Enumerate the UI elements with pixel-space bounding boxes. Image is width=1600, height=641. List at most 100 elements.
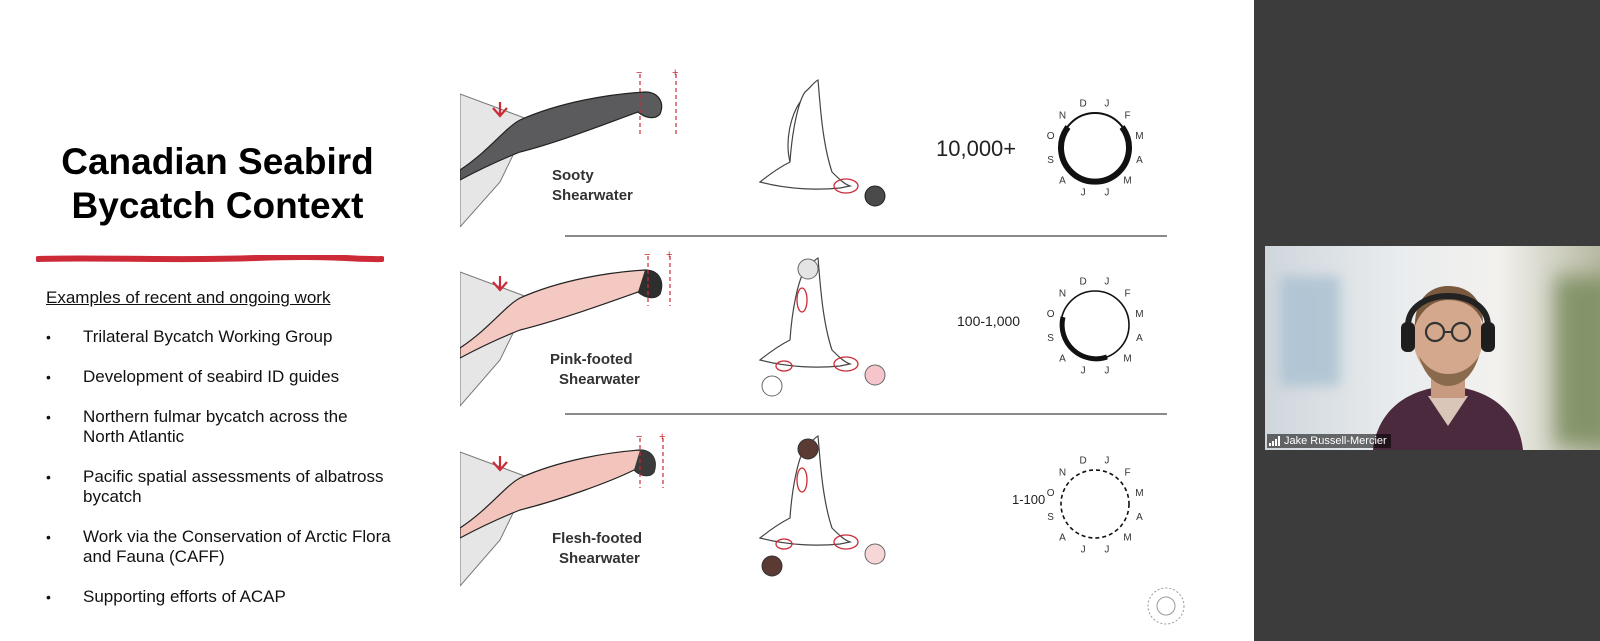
month-label: N (1059, 289, 1066, 300)
month-label: M (1123, 533, 1131, 544)
species-name: Shearwater (552, 187, 633, 204)
color-swatch-dark (864, 185, 886, 207)
bycatch-count: 100-1,000 (957, 313, 1020, 329)
color-swatch-pink (864, 364, 886, 386)
month-label: A (1136, 333, 1143, 344)
participant-name-tag: Jake Russell-Mercier (1267, 434, 1391, 448)
month-label: J (1104, 99, 1109, 110)
month-label: J (1104, 544, 1109, 555)
month-label: A (1059, 176, 1066, 187)
month-label: A (1136, 512, 1143, 523)
month-label: D (1079, 277, 1086, 288)
foot-highlight (775, 538, 793, 550)
bird-silhouette (758, 257, 853, 368)
plus-label: + (659, 431, 665, 443)
video-blur-patch (1555, 276, 1600, 446)
month-label: J (1104, 277, 1109, 288)
color-swatch-white (761, 375, 783, 397)
species-name: Sooty (552, 167, 594, 184)
month-label: J (1081, 187, 1086, 198)
minus-label: − (636, 67, 642, 79)
month-label: M (1123, 354, 1131, 365)
month-label: N (1059, 468, 1066, 479)
underwing-highlight (833, 178, 859, 194)
month-label: D (1079, 456, 1086, 467)
underwing-highlight (833, 534, 859, 550)
color-swatch-brown (797, 438, 819, 460)
color-swatch-light (797, 258, 819, 280)
month-label: M (1123, 176, 1131, 187)
wing-highlight (796, 287, 808, 313)
month-label: F (1124, 111, 1130, 122)
arrow-down-icon (492, 456, 508, 472)
bill-tip (638, 270, 662, 298)
species-name: Pink-footed (550, 351, 633, 368)
month-label: M (1135, 309, 1143, 320)
month-label: J (1104, 365, 1109, 376)
species-name: Shearwater (559, 371, 640, 388)
figure-canvas: − + Sooty Shearwater 10,000+ (459, 67, 1185, 625)
bill-tip (634, 450, 656, 476)
signal-strength-icon (1269, 436, 1280, 446)
bullet-item: Pacific spatial assessments of albatross… (46, 467, 391, 507)
month-label: M (1135, 488, 1143, 499)
participant-video-tile[interactable]: Jake Russell-Mercier (1265, 246, 1600, 450)
plus-label: + (672, 67, 678, 79)
title-underline-stroke (36, 255, 384, 263)
participant-name: Jake Russell-Mercier (1284, 435, 1387, 447)
month-label: J (1081, 544, 1086, 555)
month-label: M (1135, 131, 1143, 142)
slide-title: Canadian Seabird Bycatch Context (61, 141, 374, 226)
month-label: D (1079, 99, 1086, 110)
seasonal-ring (1060, 469, 1130, 539)
month-label: O (1047, 131, 1055, 142)
seasonal-ring (1058, 112, 1132, 185)
arrow-down-icon (492, 276, 508, 292)
species-row-flesh-footed: − + Flesh-footed Shearwater 1-100 (459, 431, 1130, 588)
bird-silhouette (758, 79, 853, 190)
month-label: A (1059, 354, 1066, 365)
bullet-item: Northern fulmar bycatch across the North… (46, 407, 391, 447)
minus-label: − (644, 249, 650, 261)
wing-line (787, 101, 801, 163)
species-name: Flesh-footed (552, 530, 642, 547)
bullet-item: Development of seabird ID guides (46, 367, 391, 387)
month-label: F (1124, 468, 1130, 479)
month-label: J (1104, 456, 1109, 467)
bycatch-count: 10,000+ (936, 136, 1016, 161)
month-label: S (1047, 333, 1054, 344)
bird-silhouette (758, 435, 853, 546)
bill-shape (459, 91, 663, 181)
species-row-sooty: − + Sooty Shearwater 10,000+ (459, 67, 1132, 229)
bycatch-count: 1-100 (1012, 492, 1045, 507)
video-blur-patch (1280, 276, 1340, 386)
foot-highlight (775, 360, 793, 372)
species-row-pink-footed: − + Pink-footed Shearwater 100-1,000 (459, 249, 1130, 408)
bullet-item: Trilateral Bycatch Working Group (46, 327, 391, 347)
color-swatch-brown (761, 555, 783, 577)
month-label: J (1104, 187, 1109, 198)
loading-spinner-icon (1147, 587, 1185, 625)
month-label: A (1136, 155, 1143, 166)
shearwater-id-figure: − + Sooty Shearwater 10,000+ (459, 62, 1200, 632)
participant-avatar (1373, 286, 1523, 450)
month-label: J (1081, 365, 1086, 376)
month-label: S (1047, 512, 1054, 523)
bullet-list: Trilateral Bycatch Working Group Develop… (46, 327, 391, 627)
month-label: A (1059, 533, 1066, 544)
slide-subheading: Examples of recent and ongoing work (46, 288, 331, 307)
month-label: N (1059, 111, 1066, 122)
presentation-slide: Canadian Seabird Bycatch Context Example… (0, 0, 1254, 641)
wing-highlight (796, 467, 808, 493)
bullet-item: Supporting efforts of ACAP (46, 587, 391, 607)
underwing-highlight (833, 356, 859, 372)
month-label: O (1047, 309, 1055, 320)
month-label: F (1124, 289, 1130, 300)
color-swatch-pale-pink (864, 543, 886, 565)
month-label: O (1047, 488, 1055, 499)
seasonal-ring (1059, 290, 1130, 362)
plus-label: + (666, 249, 672, 261)
arrow-down-icon (492, 102, 508, 118)
